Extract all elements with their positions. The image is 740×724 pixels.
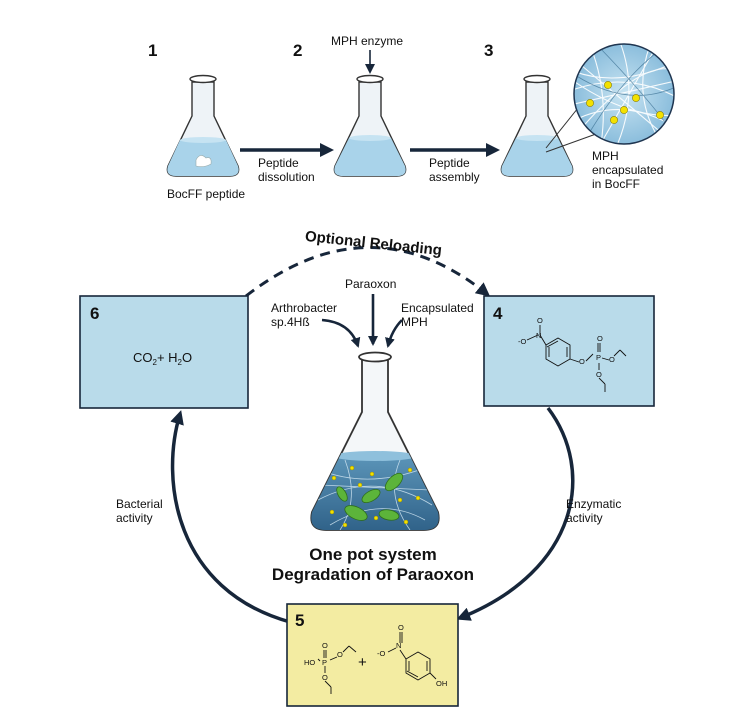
phosphoryl-o-label: O — [597, 334, 603, 343]
dep-p-label: P — [322, 658, 327, 667]
enzymatic-activity-label-line2: activity — [566, 511, 603, 525]
one-pot-title-line2: Degradation of Paraoxon — [272, 565, 474, 584]
dep-o1-label: O — [337, 650, 343, 659]
enzymatic-activity-label-line1: Enzymatic — [566, 497, 621, 511]
mph-encapsulated-label-line2: encapsulated — [592, 163, 663, 177]
nitro-ominus-label: -O — [518, 337, 526, 346]
mph-particles — [329, 465, 421, 528]
flask-3 — [500, 74, 574, 177]
encapsulated-mph-label-line2: MPH — [401, 315, 428, 329]
ethoxy-o1-label: O — [609, 355, 615, 364]
fiber-network-zoom — [573, 43, 675, 145]
bacteria-cells — [336, 472, 404, 521]
paraoxon-label: Paraoxon — [345, 277, 396, 291]
step-5-number: 5 — [295, 611, 304, 630]
ester-o-label: O — [579, 357, 585, 366]
dep-phosphoryl-o-label: O — [322, 641, 328, 650]
pnp-oh-label: OH — [436, 679, 447, 688]
pnp-n-label: N — [396, 641, 401, 650]
diethyl-phosphate-molecule — [317, 645, 357, 694]
mph-encapsulated-label-line3: in BocFF — [592, 177, 640, 191]
phosphorus-label: P — [596, 353, 601, 362]
encapsulated-mph-label-line1: Encapsulated — [401, 301, 474, 315]
paraoxon-molecule — [526, 325, 627, 392]
flask-2 — [333, 74, 407, 177]
arthrobacter-label-line2: sp.4Hß — [271, 315, 310, 329]
nitro-o-label: O — [537, 316, 543, 325]
pnp-o-label: O — [398, 623, 404, 632]
dep-ho-label: HO — [304, 658, 315, 667]
step-2-number: 2 — [293, 41, 302, 60]
peptide-dissolution-label-line2: dissolution — [258, 170, 315, 184]
zoom-line-lower — [545, 133, 597, 153]
peptide-dissolution-label-line1: Peptide — [258, 156, 299, 170]
mph-encapsulated-label-line1: MPH — [592, 149, 619, 163]
arrow-bacterial-activity — [170, 410, 291, 624]
step-4-number: 4 — [493, 304, 503, 323]
peptide-assembly-label-line2: assembly — [429, 170, 480, 184]
peptide-assembly-label-line1: Peptide — [429, 156, 470, 170]
arthrobacter-label-line1: Arthrobacter — [271, 301, 337, 315]
bacterial-activity-label-line2: activity — [116, 511, 153, 525]
step-3-number: 3 — [484, 41, 493, 60]
box-4-paraoxon-structure: 4 O N -O O P O O O — [483, 295, 655, 407]
step-6-number: 6 — [90, 304, 99, 323]
svg-text:CO2+ H2O: CO2+ H2O — [133, 350, 192, 367]
nitro-n-label: N — [536, 331, 541, 340]
p-nitrophenol-molecule — [387, 632, 437, 681]
pnp-ominus-label: -O — [377, 649, 385, 658]
flask-1 — [166, 74, 240, 177]
arrow-arthrobacter-in — [321, 318, 361, 348]
arrow-encapsulated-mph-in — [385, 319, 403, 348]
one-pot-flask — [310, 351, 440, 531]
ethoxy-o2-label: O — [596, 370, 602, 379]
bocff-peptide-label: BocFF peptide — [167, 187, 245, 201]
box-6-co2-h2o: 6 CO2+ H2O — [79, 295, 249, 409]
co2-subscript: 2 — [153, 358, 158, 367]
step-1-number: 1 — [148, 41, 157, 60]
h2o-o-text: O — [182, 350, 192, 365]
arrow-enzymatic-activity — [456, 406, 575, 621]
products-plus: + — [358, 654, 367, 671]
bacterial-activity-label-line1: Bacterial — [116, 497, 163, 511]
one-pot-title-line1: One pot system — [309, 545, 437, 564]
zoom-line-upper — [545, 107, 579, 149]
plus-h-text: + H — [157, 350, 178, 365]
h2o-subscript: 2 — [178, 358, 183, 367]
co2-text: CO — [133, 350, 153, 365]
mph-enzyme-label: MPH enzyme — [331, 34, 403, 48]
optional-reloading-arrow — [245, 246, 491, 298]
box-5-degradation-products: 5 HO P O O O + — [286, 603, 459, 707]
dep-o2-label: O — [322, 673, 328, 682]
